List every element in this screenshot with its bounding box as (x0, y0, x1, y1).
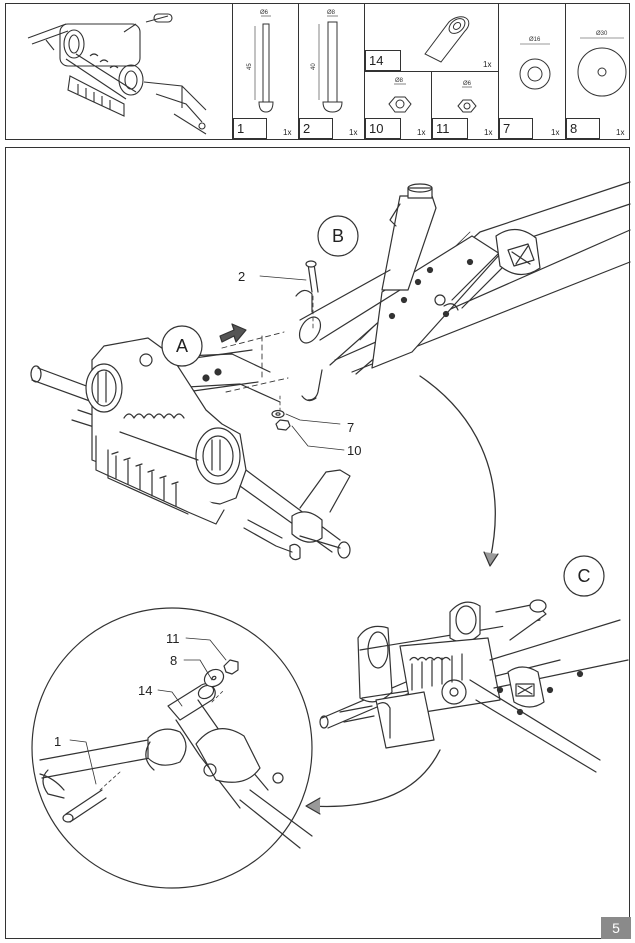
part-8-diameter: Ø30 (596, 31, 608, 37)
step-circle-a: A (161, 325, 203, 367)
part-qty-7: 1x (551, 128, 560, 137)
page-number: 5 (601, 917, 631, 939)
callout-14: 14 (138, 683, 152, 698)
step-label-c: C (578, 566, 591, 586)
part-cell-1: Ø6 45 1 1x (232, 4, 298, 139)
step-circle-b: B (317, 215, 359, 257)
front-assembly (30, 323, 351, 561)
parts-strip: Ø6 45 1 1x Ø8 40 2 1x 14 (5, 3, 630, 140)
part-cell-8: Ø30 8 1x (565, 4, 631, 139)
part-number-1: 1 (233, 118, 267, 139)
part-cell-7: Ø16 7 1x (498, 4, 565, 139)
part-number-8: 8 (566, 118, 600, 139)
leader-lines (69, 275, 345, 785)
part-number-10: 10 (365, 118, 401, 139)
part-number-11: 11 (432, 118, 468, 139)
part-qty-14: 1x (483, 60, 492, 69)
part-number-14: 14 (365, 50, 401, 71)
callout-1: 1 (54, 734, 61, 749)
part-qty-11: 1x (484, 128, 493, 137)
step-circle-c: C (563, 555, 605, 597)
step-label-a: A (176, 336, 188, 356)
overview-cell (6, 4, 232, 139)
part-11-diameter: Ø6 (463, 81, 472, 87)
part-cell-10: Ø8 10 1x (364, 72, 431, 139)
part-7-diameter: Ø16 (529, 37, 541, 43)
rear-frame (295, 181, 631, 402)
part-cell-2: Ø8 40 2 1x (298, 4, 364, 139)
part-1-diameter: Ø6 (260, 10, 269, 16)
zoom-detail (31, 607, 313, 889)
bolt-icon: Ø8 40 (311, 10, 343, 113)
callout-8: 8 (170, 653, 177, 668)
callout-7: 7 (347, 420, 354, 435)
part-cell-14: 14 1x (364, 4, 498, 72)
part-qty-2: 1x (349, 128, 358, 137)
bolt-2-drawing (305, 260, 319, 331)
nut-icon: Ø6 (457, 81, 477, 113)
part-qty-8: 1x (616, 128, 625, 137)
nut-icon: Ø8 (388, 78, 412, 113)
callout-10: 10 (347, 443, 361, 458)
part-qty-10: 1x (417, 128, 426, 137)
callout-11: 11 (166, 631, 180, 646)
washer-icon: Ø16 (519, 37, 551, 90)
part-number-7: 7 (499, 118, 533, 139)
part-2-length: 40 (311, 63, 317, 70)
part-10-diameter: Ø8 (395, 78, 404, 84)
machine-overview-drawing (27, 13, 207, 135)
part-cell-11: Ø6 11 1x (431, 72, 498, 139)
washer-nut-drawing (271, 395, 291, 431)
assembled-view-c (319, 599, 629, 773)
callout-2: 2 (238, 269, 245, 284)
part-qty-1: 1x (283, 128, 292, 137)
part-number-2: 2 (299, 118, 333, 139)
spacer-tube-icon (424, 16, 470, 63)
part-1-length: 45 (247, 63, 253, 70)
assembly-frame (5, 147, 630, 939)
bolt-icon: Ø6 45 (247, 10, 274, 113)
step-label-b: B (332, 226, 344, 246)
part-2-diameter: Ø8 (327, 10, 336, 16)
washer-icon: Ø30 (577, 31, 627, 97)
